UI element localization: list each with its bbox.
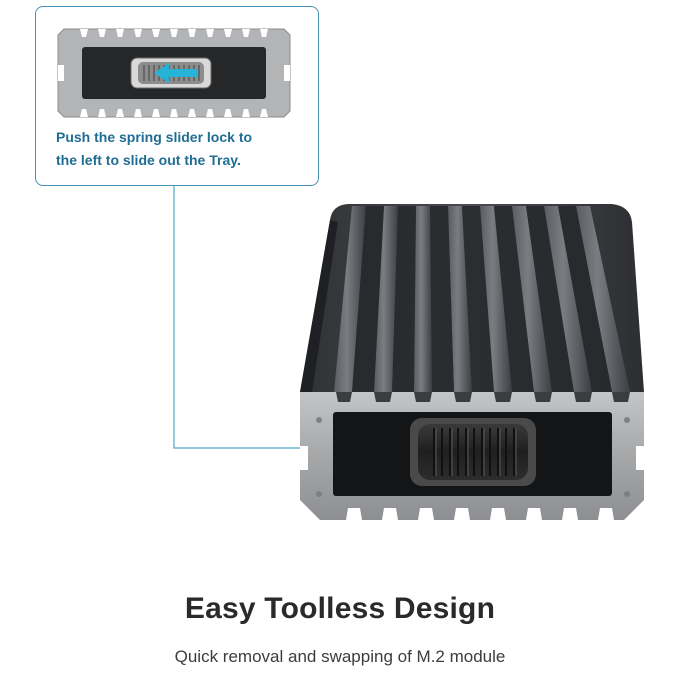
enclosure-body — [300, 204, 644, 392]
headline: Easy Toolless Design — [184, 592, 496, 625]
slider-lock-knob — [410, 418, 536, 486]
subheadline: Quick removal and swapping of M.2 module — [174, 647, 506, 666]
callout-box — [35, 6, 319, 186]
left-arrow-icon — [154, 63, 198, 83]
enclosure-end-illustration — [57, 28, 291, 118]
callout-instruction-text: Push the spring slider lock to the left … — [56, 129, 253, 168]
